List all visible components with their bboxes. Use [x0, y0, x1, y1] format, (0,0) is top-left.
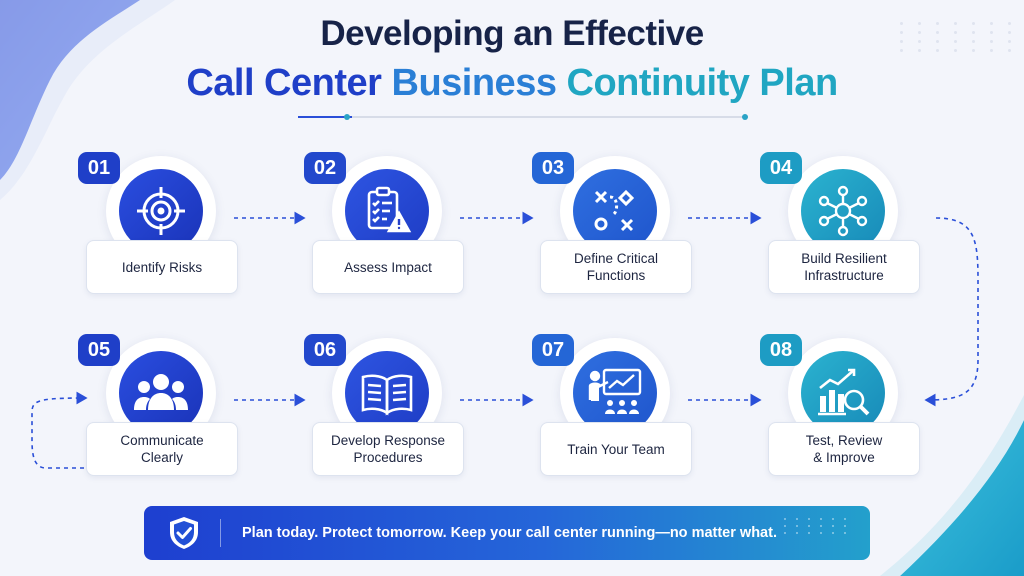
- step-06-circle: [345, 351, 429, 435]
- step-07-circle: [573, 351, 657, 435]
- step-number-badge: 04: [760, 152, 802, 184]
- step-03-circle: [573, 169, 657, 253]
- step-07: 07 Train Your Team: [532, 334, 692, 488]
- step-05-label: Communicate Clearly: [86, 422, 238, 476]
- bottom-banner: Plan today. Protect tomorrow. Keep your …: [144, 506, 870, 560]
- strategy-play-icon: [594, 189, 635, 232]
- step-number-badge: 06: [304, 334, 346, 366]
- step-08-circle: [801, 351, 885, 435]
- step-08-label: Test, Review & Improve: [768, 422, 920, 476]
- step-number-badge: 07: [532, 334, 574, 366]
- step-number-badge: 02: [304, 152, 346, 184]
- title-divider: [298, 114, 748, 120]
- title-part-business: Business: [391, 62, 557, 104]
- step-01: 01 Identify Risks: [78, 152, 238, 306]
- team-people-icon: [134, 374, 188, 410]
- step-08: 08 Test, Review & Improve: [760, 334, 920, 488]
- step-05: 05 Communicate Clearly: [78, 334, 238, 488]
- step-01-label: Identify Risks: [86, 240, 238, 294]
- target-icon: [137, 187, 185, 235]
- decorative-dots: [900, 22, 1020, 52]
- step-04-label: Build Resilient Infrastructure: [768, 240, 920, 294]
- step-02-label: Assess Impact: [312, 240, 464, 294]
- banner-dots: [784, 518, 852, 534]
- banner-text: Plan today. Protect tomorrow. Keep your …: [242, 525, 777, 541]
- step-04: 04 Build Resilient Infrastructure: [760, 152, 920, 306]
- step-07-label: Train Your Team: [540, 422, 692, 476]
- title-line-2: Call Center Business Continuity Plan: [0, 62, 1024, 105]
- open-book-icon: [361, 374, 413, 416]
- step-number-badge: 08: [760, 334, 802, 366]
- step-number-badge: 03: [532, 152, 574, 184]
- step-number-badge: 01: [78, 152, 120, 184]
- title-part-call-center: Call Center: [186, 62, 382, 104]
- clipboard-warning-icon: [367, 186, 412, 233]
- step-02: 02 Assess Impact: [304, 152, 464, 306]
- step-number-badge: 05: [78, 334, 120, 366]
- step-04-circle: [801, 169, 885, 253]
- step-06: 06 Develop Response Procedures: [304, 334, 464, 488]
- step-03: 03 Define Critical Functions: [532, 152, 692, 306]
- network-hub-icon: [818, 185, 868, 237]
- banner-separator: [220, 519, 221, 547]
- step-01-circle: [119, 169, 203, 253]
- chart-magnifier-icon: [818, 368, 870, 416]
- step-03-label: Define Critical Functions: [540, 240, 692, 294]
- step-05-circle: [119, 351, 203, 435]
- step-02-circle: [345, 169, 429, 253]
- title-part-continuity-plan: Continuity Plan: [566, 62, 839, 104]
- training-presentation-icon: [588, 368, 642, 414]
- shield-check-icon: [170, 517, 198, 549]
- step-06-label: Develop Response Procedures: [312, 422, 464, 476]
- title-line-1: Developing an Effective: [320, 14, 704, 53]
